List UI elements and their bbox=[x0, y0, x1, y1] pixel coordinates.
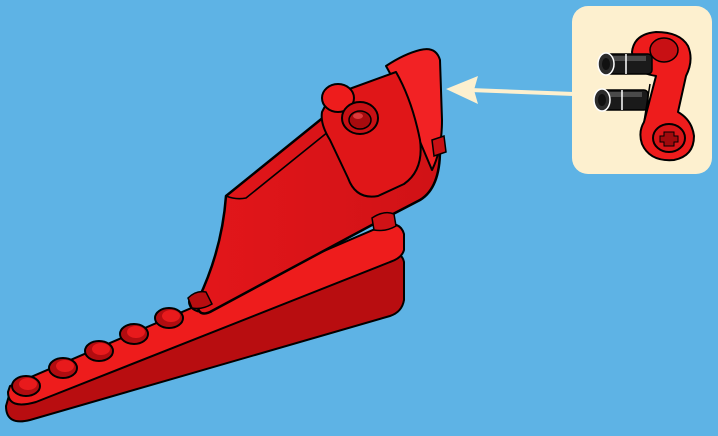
liftarm-with-pins-part bbox=[572, 6, 712, 174]
wing-hub-side-detail bbox=[432, 136, 446, 156]
black-pin-upper bbox=[598, 53, 652, 75]
parts-callout-box bbox=[572, 6, 712, 174]
beam-connector bbox=[372, 213, 396, 231]
liftarm-top-hole bbox=[650, 38, 678, 62]
black-pin-lower bbox=[594, 89, 648, 111]
pointer-arrow bbox=[446, 76, 574, 104]
